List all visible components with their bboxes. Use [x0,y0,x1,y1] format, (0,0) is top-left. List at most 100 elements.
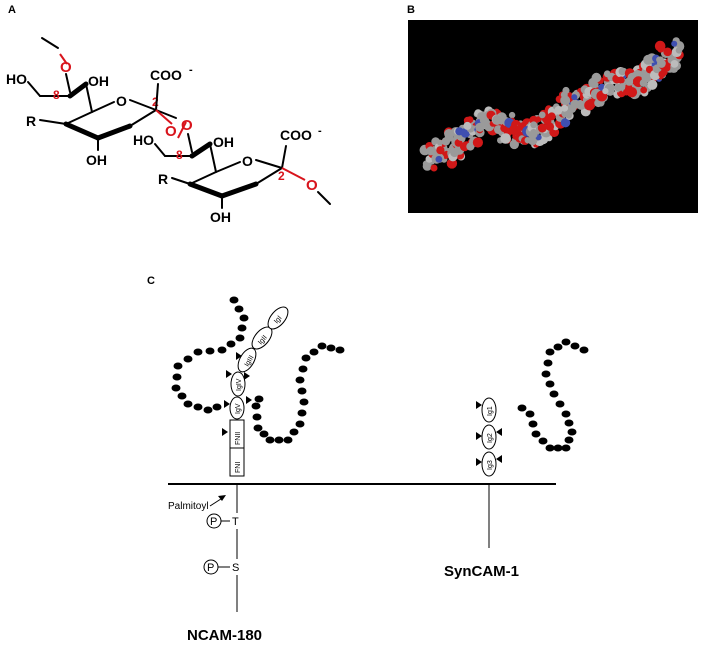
atom-sphere [530,129,538,137]
atom-sphere [602,88,609,95]
sialic-acid-bead [212,403,222,411]
sialic-acid-bead [553,444,563,452]
oh-bottom-left-label: OH [86,152,107,168]
sialic-acid-bead [183,355,193,363]
ether-bond-lower [281,167,306,181]
atom-sphere [647,79,658,90]
phospho-label-threonine: P [210,516,217,528]
atom-sphere [477,112,485,120]
atom-sphere [472,137,483,148]
atom-sphere [675,47,683,54]
atom-sphere [454,139,463,147]
ring-bond-b [63,121,101,141]
atom-sphere [658,70,666,78]
c8-bond-top [65,73,71,93]
atom-sphere [671,40,678,47]
syncam-ig1-label: Ig1 [487,406,494,416]
sialic-acid-bead [193,348,203,356]
sialic-acid-bead [543,359,553,367]
atom-sphere [500,133,511,144]
ncam-180-label: NCAM-180 [187,627,262,644]
sialic-acid-bead [252,413,262,421]
methyl-bond-top [41,37,59,49]
sialic-residue-lower: O HO 8 OH O 2 COO - O R OH [133,117,331,225]
phospho-label-serine: P [207,562,214,574]
sialic-acid-bead [541,370,551,378]
atom-sphere [547,112,556,121]
ch2-bond-lower [154,143,166,157]
ring-oxygen-top: O [116,93,127,109]
ring-bond-k [215,161,241,173]
sialic-acid-bead [570,342,580,350]
sialic-acid-bead [561,338,571,346]
atom-sphere [591,72,602,83]
position-8-top: 8 [53,88,60,102]
atom-sphere [530,121,538,129]
sialic-acid-bead [555,400,565,408]
glycosylation-site-ncam-5 [236,352,242,360]
atom-sphere [626,87,638,98]
ig-domain-i-label: IgI [273,315,283,326]
syncam-ig1 [481,397,497,423]
atom-sphere [437,139,443,146]
panel-c-letter: C [147,275,155,287]
sialic-acid-bead [531,430,541,438]
ring-bond-f [129,99,157,111]
sialic-acid-bead [274,436,284,444]
atom-sphere [436,146,445,155]
atom-sphere [584,99,595,111]
glycosylation-site-syncam-5 [496,455,502,463]
sialic-acid-bead [259,430,269,438]
sialic-acid-bead [295,376,305,384]
c7-bond-lower [189,141,213,159]
sialic-acid-bead [217,346,227,354]
sialic-acid-bead [172,373,182,381]
sialic-acid-bead [545,380,555,388]
ring-bond-i [219,181,259,199]
sialic-acid-bead [177,392,187,400]
sialic-acid-bead [553,343,563,351]
r-bond-right [171,177,191,185]
c6-bond-lower [209,143,217,173]
sialic-acid-bead [289,428,299,436]
position-2-top: 2 [152,95,159,109]
terminal-oxygen: O [306,177,318,194]
sialic-acid-bead [283,436,293,444]
charge-lower: - [318,125,322,137]
glycosylation-site-ncam-3 [244,372,250,380]
serine-backdrop [230,559,244,575]
sialic-acid-bead [183,400,193,408]
sialic-acid-bead [517,404,527,412]
sialic-acid-bead [226,340,236,348]
sialic-acid-bead [239,314,249,322]
r-left-label: R [26,113,36,129]
methyl-bond-lower [317,191,331,205]
atom-sphere [571,94,578,101]
linkage-bond-lower [177,121,187,139]
panel-b-letter: B [407,4,415,16]
sialic-acid-bead [171,384,181,392]
charge-top: - [189,64,193,76]
sialic-acid-bead [205,347,215,355]
atom-sphere [555,107,563,115]
syncam-1: Ig3 Ig2 Ig1 SynCAM-1 [444,397,519,580]
atom-sphere [560,95,571,106]
coo-right-label: COO [280,127,312,143]
palmitoyl-arrow-head [218,495,226,501]
polysialic-acid-chains [171,296,589,452]
fn-domain-1-label: FNI [235,462,242,473]
sialic-acid-bead [564,436,574,444]
atom-sphere [640,86,648,94]
atom-sphere [545,122,555,131]
glycosylation-site-ncam-4 [246,396,252,404]
threonine-backdrop [230,513,244,529]
sialic-acid-bead [253,424,263,432]
linkage-oxygen-lower: O [181,117,193,134]
syncam-ig2 [481,424,497,450]
atom-sphere [663,47,672,57]
panel-c: C FNI FNII IgV IgIV IgIII IgII IgI [147,275,589,644]
serine-label: S [232,562,239,574]
glycosylation-site-ncam-2 [226,370,232,378]
sialic-acid-bead [549,390,559,398]
